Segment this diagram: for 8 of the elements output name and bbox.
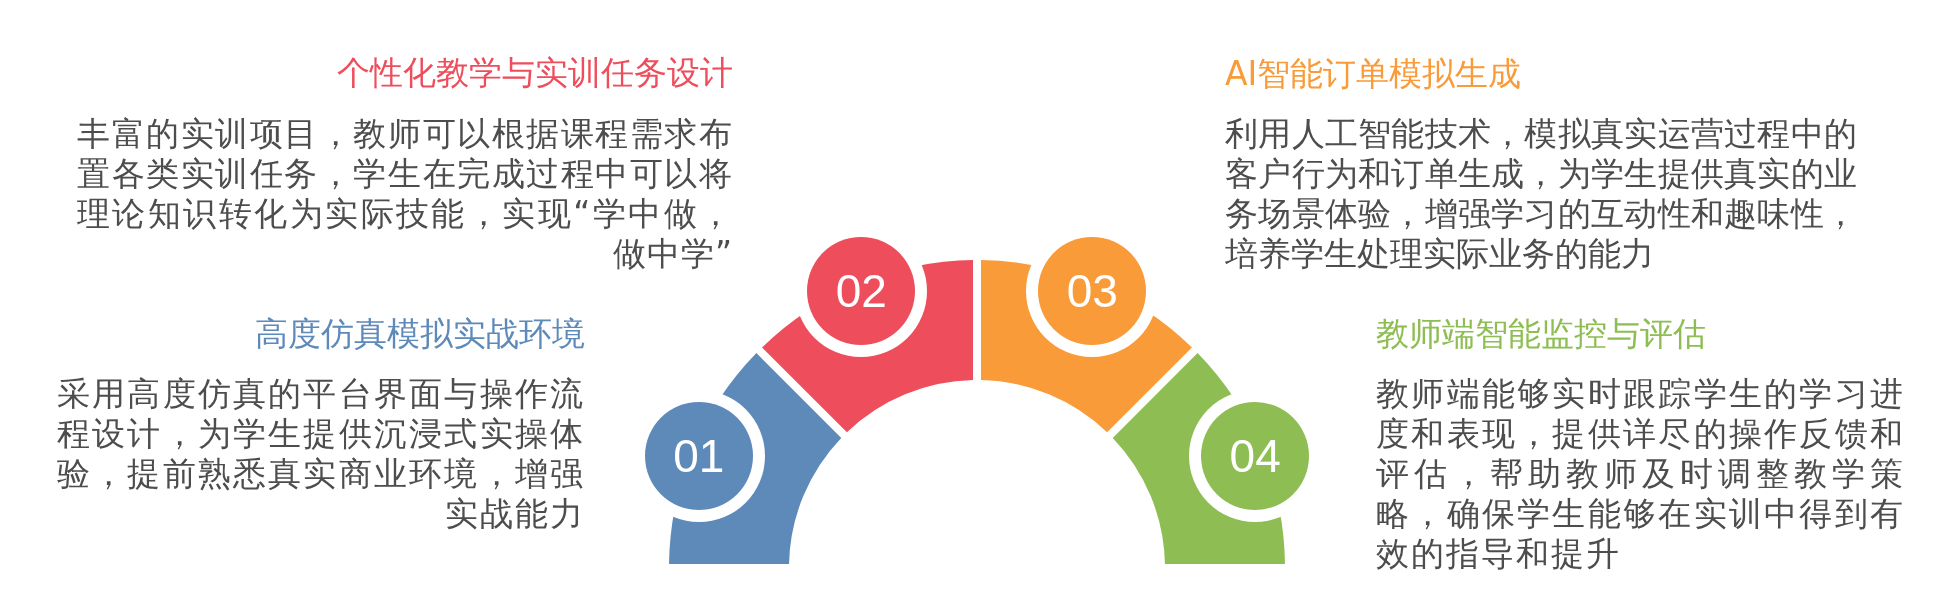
description: 教师端能够实时跟踪学生的学习进度和表现，提供详尽的操作反馈和评估，帮助教师及时调整教学策略，确保学生能够在实训中得到有效的指导和提升	[1376, 374, 1905, 574]
description: 采用高度仿真的平台界面与操作流程设计，为学生提供沉浸式实操体验，提前熟悉真实商业环境，增强实战能力	[57, 374, 585, 534]
description: 丰富的实训项目，教师可以根据课程需求布置各类实训任务，学生在完成过程中可以将理论知识转化为实际技能，实现“学中做，做中学”	[77, 114, 733, 274]
heading: 教师端智能监控与评估	[1376, 314, 1706, 354]
heading: 高度仿真模拟实战环境	[255, 314, 585, 354]
heading: 个性化教学与实训任务设计	[337, 53, 733, 93]
description: 利用人工智能技术，模拟真实运营过程中的客户行为和订单生成，为学生提供真实的业务场景体验，增强学习的互动性和趣味性，培养学生处理实际业务的能力	[1225, 114, 1857, 274]
heading: AI智能订单模拟生成	[1225, 54, 1522, 94]
